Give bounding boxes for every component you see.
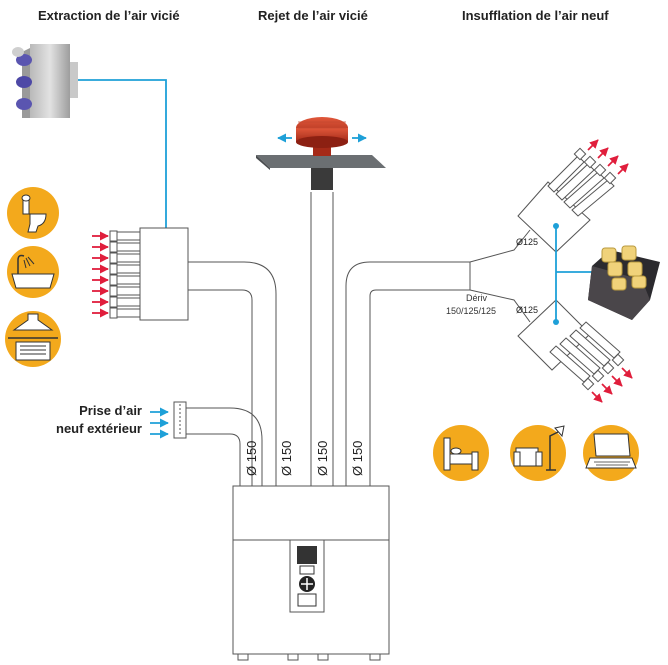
laptop-icon: [583, 425, 639, 481]
extraction-box-image: [12, 44, 78, 118]
extraction-link-line: [78, 79, 167, 262]
branch-label-upper: Ø125: [516, 237, 538, 247]
kitchen-hood-icon: [5, 311, 61, 367]
supply-arrows-upper: [587, 139, 629, 175]
duct-label-4: Ø 150: [350, 441, 365, 476]
extraction-manifold: [92, 227, 189, 321]
insufflation-box-image: [588, 245, 660, 320]
ventilation-unit: [232, 485, 390, 661]
duct-label-2: Ø 150: [279, 441, 294, 476]
prise-air-line2: neuf extérieur: [56, 421, 142, 436]
deriv-label-line2: 150/125/125: [446, 306, 496, 316]
deriv-label-line1: Dériv: [466, 293, 488, 303]
bathtub-icon: [7, 246, 59, 298]
sofa-lamp-icon: [510, 425, 566, 481]
fresh-air-intake: [150, 401, 187, 439]
supply-outlets-lower: [549, 321, 625, 391]
heading-extraction: Extraction de l’air vicié: [38, 8, 180, 23]
supply-outlets-upper: [547, 147, 617, 217]
heading-rejet: Rejet de l’air vicié: [258, 8, 368, 23]
prise-air-label: Prise d’air neuf extérieur: [16, 402, 142, 438]
roof-exhaust-terminal: [256, 117, 386, 190]
toilet-icon: [7, 187, 59, 239]
branch-label-lower: Ø125: [516, 305, 538, 315]
ducts: [186, 192, 470, 486]
supply-arrows-lower: [591, 367, 633, 403]
duct-label-1: Ø 150: [244, 441, 259, 476]
duct-label-3: Ø 150: [315, 441, 330, 476]
heading-insufflation: Insufflation de l’air neuf: [462, 8, 609, 23]
bed-icon: [433, 425, 489, 481]
prise-air-line1: Prise d’air: [79, 403, 142, 418]
